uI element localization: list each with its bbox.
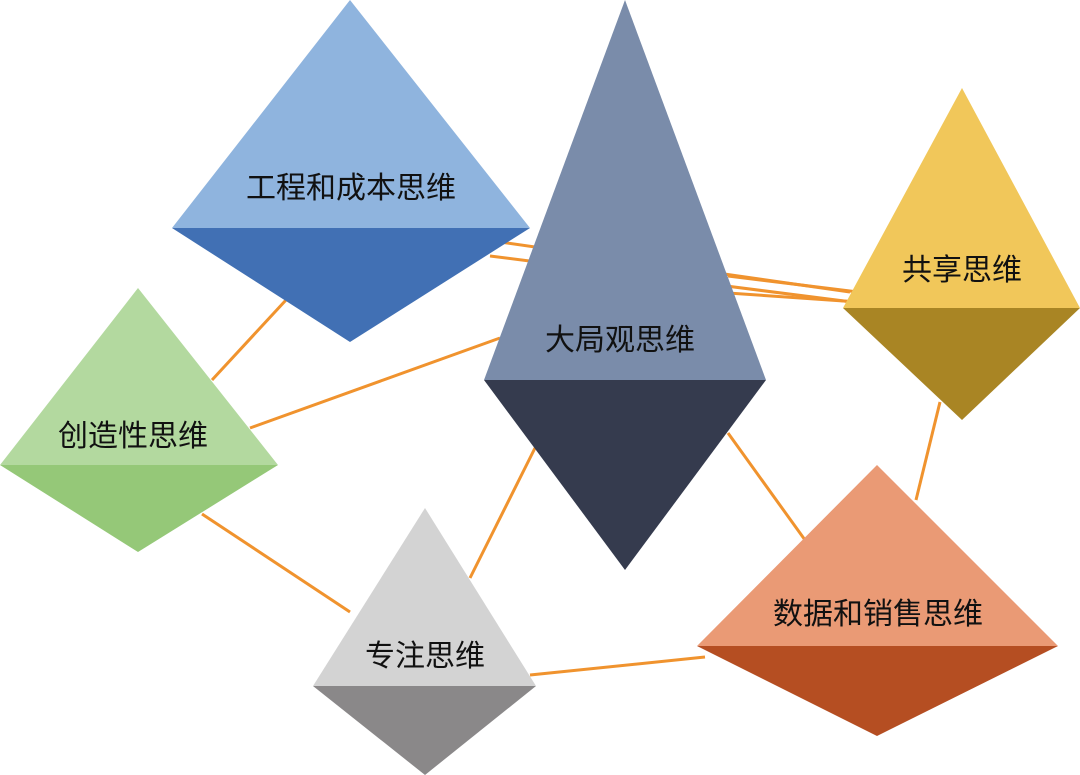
connector-big-picture-sharing: [727, 274, 859, 294]
node-big-picture-top: [484, 0, 766, 380]
node-focus-label: 专注思维: [365, 639, 485, 674]
node-engineering-bottom: [172, 228, 530, 342]
node-engineering: 工程和成本思维: [172, 0, 530, 342]
node-sharing: 共享思维: [843, 88, 1080, 420]
connector-sharing-data-sales: [914, 401, 942, 501]
node-data-sales-label: 数据和销售思维: [773, 597, 983, 632]
node-big-picture-bottom: [484, 380, 766, 570]
node-creativity-top: [0, 288, 278, 465]
node-creativity-label: 创造性思维: [58, 419, 208, 454]
node-focus-top: [313, 508, 536, 686]
node-big-picture: 大局观思维: [484, 0, 766, 570]
node-data-sales-top: [697, 465, 1058, 646]
node-creativity: 创造性思维: [0, 288, 278, 552]
node-engineering-label: 工程和成本思维: [246, 171, 456, 206]
node-data-sales-bottom: [697, 646, 1058, 736]
connector-big-picture-data-sales: [726, 432, 807, 541]
node-engineering-top: [172, 0, 530, 228]
node-sharing-bottom: [843, 308, 1080, 420]
connector-creativity-focus: [201, 512, 351, 614]
connector-big-picture-creativity: [249, 336, 501, 430]
node-sharing-top: [843, 88, 1080, 308]
node-big-picture-label: 大局观思维: [545, 323, 695, 358]
node-focus-bottom: [313, 686, 536, 775]
node-creativity-bottom: [0, 465, 278, 552]
connector-big-picture-focus: [468, 447, 537, 579]
node-sharing-label: 共享思维: [902, 253, 1022, 288]
connector-big-picture-sharing-2: [727, 291, 859, 304]
node-data-sales: 数据和销售思维: [697, 465, 1058, 736]
connector-engineering-creativity: [210, 298, 288, 382]
node-focus: 专注思维: [313, 508, 536, 775]
connector-focus-data-sales: [529, 655, 706, 677]
